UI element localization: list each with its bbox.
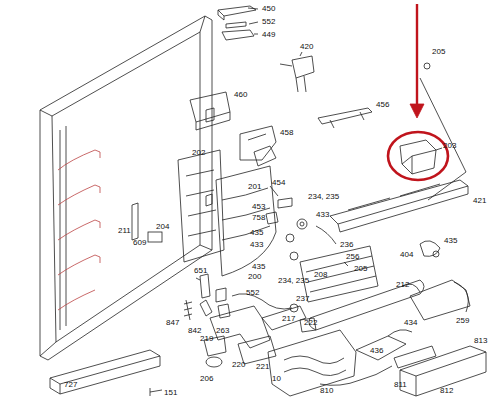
callout-number: 212 <box>396 280 409 289</box>
callout-number: 256 <box>346 252 359 261</box>
callout-number: 219 <box>200 334 213 343</box>
callout-number: 435 <box>250 228 263 237</box>
callout-number: 10 <box>272 374 281 383</box>
fan-evaporator <box>266 180 470 330</box>
callout-number: 208 <box>314 270 327 279</box>
callout-number: 217 <box>282 314 295 323</box>
callout-number: 552 <box>246 288 259 297</box>
highlight-callout <box>388 4 448 180</box>
callout-number: 811 <box>394 380 407 389</box>
callout-number: 435 <box>444 236 457 245</box>
callout-number: 435 <box>252 262 265 271</box>
top-parts <box>190 6 466 200</box>
callout-number: 552 <box>262 17 275 26</box>
callout-number: 263 <box>216 326 229 335</box>
callout-number: 222 <box>304 318 317 327</box>
callout-number: 813 <box>474 336 487 345</box>
callout-number: 842 <box>188 326 201 335</box>
callout-number: 211 <box>118 226 131 235</box>
callout-number: 450 <box>262 4 275 13</box>
callout-number: 433 <box>250 240 263 249</box>
callout-number: 420 <box>300 42 313 51</box>
callout-number: 434 <box>404 318 417 327</box>
callout-number: 847 <box>166 318 179 327</box>
callout-number: 206 <box>200 374 213 383</box>
callout-number: 404 <box>400 250 413 259</box>
callout-number: 449 <box>262 30 275 39</box>
callout-number: 203 <box>443 141 456 150</box>
callout-number: 234, 235 <box>278 276 309 285</box>
callout-number: 812 <box>440 386 453 395</box>
callout-number: 453 <box>252 202 265 211</box>
callout-number: 205 <box>354 264 367 273</box>
callout-number: 456 <box>376 100 389 109</box>
cabinet-liner <box>40 16 212 360</box>
callout-number: 436 <box>370 346 383 355</box>
callout-number: 201 <box>248 182 261 191</box>
callout-number: 236 <box>340 240 353 249</box>
callout-number: 433 <box>316 210 329 219</box>
callout-number: 460 <box>234 90 247 99</box>
callout-number: 234, 235 <box>308 192 339 201</box>
callout-number: 810 <box>320 386 333 395</box>
callout-number: 727 <box>64 380 77 389</box>
callout-number: 458 <box>280 128 293 137</box>
callout-number: 609 <box>133 238 146 247</box>
callout-number: 651 <box>194 266 207 275</box>
callout-number: 421 <box>473 196 486 205</box>
callout-number: 200 <box>248 272 261 281</box>
air-duct-cover <box>178 146 276 276</box>
callout-number: 205 <box>432 47 445 56</box>
callout-number: 202 <box>192 148 205 157</box>
callout-number: 454 <box>272 178 285 187</box>
cover-part-203 <box>400 140 442 174</box>
callout-number: 221 <box>256 362 269 371</box>
callout-number: 220 <box>232 360 245 369</box>
callout-number: 151 <box>164 388 177 397</box>
callout-number: 237 <box>296 294 309 303</box>
callout-number: 758 <box>252 213 265 222</box>
callout-number: 204 <box>156 222 169 231</box>
callout-number: 259 <box>456 316 469 325</box>
lower-parts <box>50 274 486 396</box>
